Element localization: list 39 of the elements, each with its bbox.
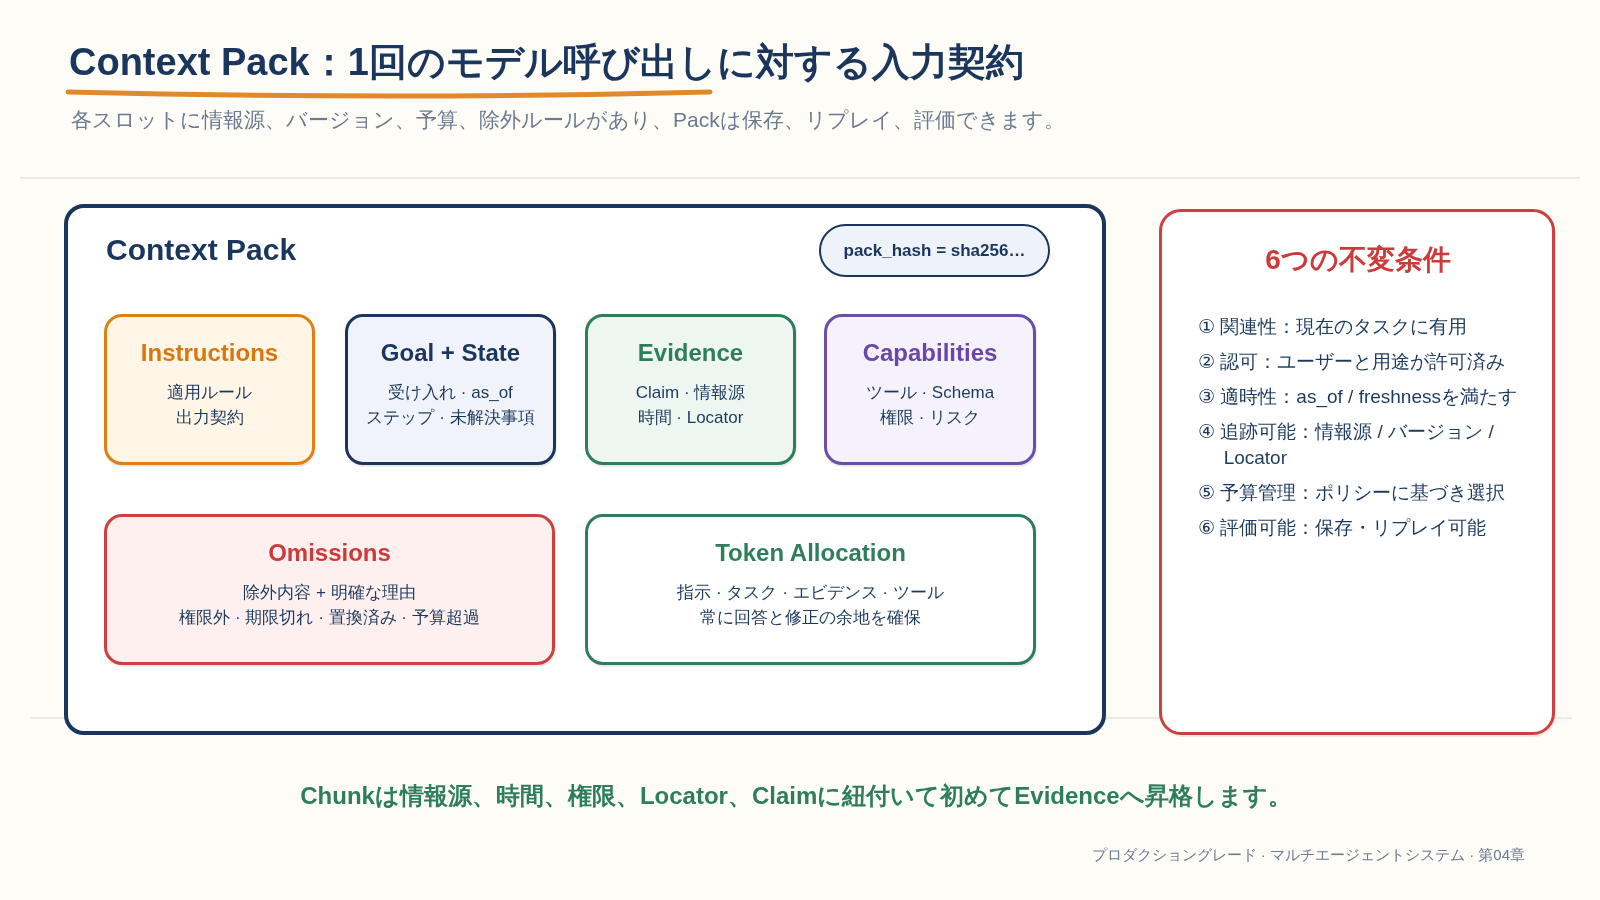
panel-heading: Context Pack	[106, 232, 297, 268]
note-text: Chunkは情報源、時間、権限、Locator、Claimに紐付いて初めてEvidenceへ昇格します。	[300, 781, 1292, 811]
slot-detail: Claim · 情報源	[635, 382, 746, 404]
slot-card	[824, 314, 1036, 465]
slot-title: Evidence	[637, 338, 744, 368]
invariant-item: ③ 適時性：as_of / freshnessを満たす	[1198, 385, 1517, 410]
slot-detail: 受け入れ · as_of	[388, 382, 513, 404]
invariant-item: ⑤ 予算管理：ポリシーに基づき選択	[1198, 481, 1506, 505]
invariant-item: ⑥ 評価可能：保存・リプレイ可能	[1198, 516, 1487, 540]
slot-detail: 除外内容 + 明確な理由	[243, 582, 416, 604]
slot-detail: 適用ルール	[167, 382, 252, 404]
slot-detail: 常に回答と修正の余地を確保	[700, 607, 921, 629]
context-pack-panel	[64, 204, 1106, 735]
slot-detail: 権限外 · 期限切れ · 置換済み · 予算超過	[179, 607, 480, 629]
slot-detail: 出力契約	[175, 407, 244, 429]
slot-detail: 時間 · Locator	[637, 407, 744, 429]
slot-detail: 権限 · リスク	[879, 407, 981, 429]
slot-detail: ツール · Schema	[865, 382, 995, 404]
invariant-item: ② 認可：ユーザーと用途が許可済み	[1198, 350, 1506, 374]
invariant-item: ① 関連性：現在のタスクに有用	[1198, 315, 1468, 339]
footer-text: プロダクショングレード · マルチエージェントシステム · 第04章	[1091, 845, 1525, 865]
slot-card	[345, 314, 556, 465]
invariants-panel	[1159, 209, 1555, 735]
slot-card	[104, 514, 555, 665]
slot-title: Goal + State	[380, 338, 521, 368]
slot-title: Instructions	[140, 338, 279, 368]
hash-pill: pack_hash = sha256…	[819, 224, 1050, 277]
subtitle: 各スロットに情報源、バージョン、予算、除外ルールがあり、Packは保存、リプレイ、評価できます。	[71, 107, 1065, 133]
slot-detail: ステップ · 未解決事項	[366, 407, 535, 429]
page-title: Context Pack：1回のモデル呼び出しに対する入力契約	[69, 40, 1024, 85]
slot-card	[104, 314, 315, 465]
slot-title: Capabilities	[862, 338, 998, 368]
panel-title: 6つの不変条件	[1265, 243, 1451, 277]
slot-card	[585, 514, 1036, 665]
slot-card	[585, 314, 796, 465]
slot-title: Token Allocation	[715, 538, 906, 568]
slot-detail: 指示 · タスク · エビデンス · ツール	[677, 582, 944, 604]
slot-title: Omissions	[268, 538, 391, 568]
invariant-item: ④ 追跡可能：情報源 / バージョン / Locator	[1198, 420, 1495, 470]
